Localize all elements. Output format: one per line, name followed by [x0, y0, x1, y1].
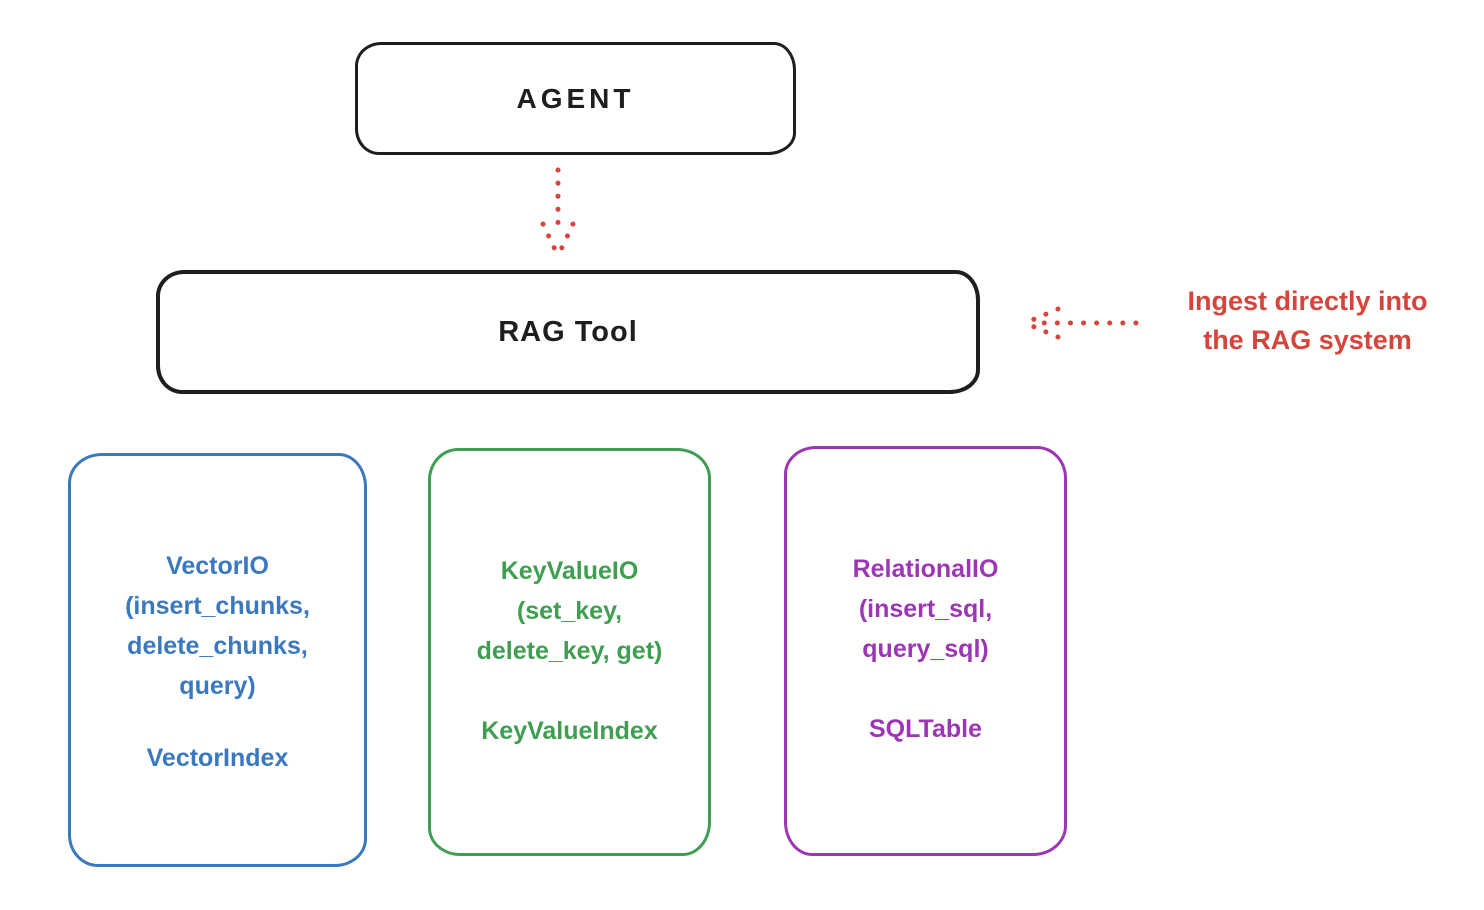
sql-table-label: SQLTable: [869, 715, 982, 743]
keyvalue-io-methods-line1: (set_key,: [516, 597, 623, 625]
ingest-arrow-icon: [1022, 306, 1139, 340]
agent-node-label: AGENT: [516, 82, 635, 114]
relational-io-node: RelationalIO (insert_sql, query_sql) SQL…: [784, 446, 1067, 856]
keyvalue-io-methods-line2: delete_key, get): [476, 637, 663, 665]
vector-io-methods-line3: query): [179, 672, 256, 700]
rag-tool-node-label: RAG Tool: [498, 315, 638, 348]
agent-to-rag-arrow-icon: [540, 167, 576, 259]
keyvalue-io-node: KeyValueIO (set_key, delete_key, get) Ke…: [428, 448, 711, 856]
vector-io-methods-line1: (insert_chunks,: [125, 592, 310, 620]
agent-node: AGENT: [355, 42, 796, 155]
relational-io-title: RelationalIO: [852, 555, 999, 583]
vector-io-node: VectorIO (insert_chunks, delete_chunks, …: [68, 453, 367, 867]
rag-tool-node: RAG Tool: [156, 270, 980, 394]
vector-io-title: VectorIO: [166, 552, 269, 580]
relational-io-methods-line1: (insert_sql,: [858, 595, 993, 623]
relational-io-methods-line2: query_sql): [862, 635, 989, 663]
ingest-annotation-line2: the RAG system: [1203, 325, 1412, 355]
vector-io-methods-line2: delete_chunks,: [127, 632, 308, 660]
keyvalue-io-title: KeyValueIO: [500, 557, 639, 585]
ingest-annotation: Ingest directly into the RAG system: [1140, 282, 1475, 360]
keyvalue-index-label: KeyValueIndex: [481, 717, 658, 745]
ingest-annotation-line1: Ingest directly into: [1187, 286, 1428, 316]
vector-index-label: VectorIndex: [146, 744, 289, 772]
